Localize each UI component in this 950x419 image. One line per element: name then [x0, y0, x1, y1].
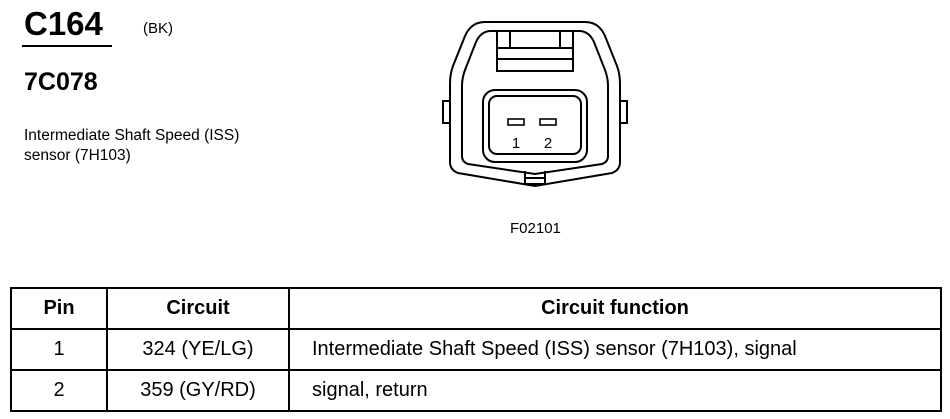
terminal-slot-1	[507, 118, 525, 126]
cell-circuit-function: Intermediate Shaft Speed (ISS) sensor (7…	[288, 328, 942, 371]
terminal-slot-2	[539, 118, 557, 126]
terminal-cavity-inner	[488, 95, 582, 155]
cell-circuit-function: signal, return	[288, 369, 942, 412]
housing-inner	[461, 30, 609, 176]
connector-description: Intermediate Shaft Speed (ISS) sensor (7…	[24, 126, 324, 166]
description-line-2: sensor (7H103)	[24, 147, 131, 164]
pin-circuit-table: Pin Circuit Circuit function 1 324 (YE/L…	[10, 287, 942, 412]
figure-id: F02101	[510, 220, 561, 237]
cell-pin: 2	[10, 369, 108, 412]
pin-label-2: 2	[544, 135, 552, 152]
latch-tab	[496, 30, 574, 72]
header-circuit-function: Circuit function	[288, 287, 942, 330]
connector-color-code: (BK)	[143, 20, 173, 37]
right-nub	[619, 100, 628, 124]
header-pin: Pin	[10, 287, 108, 330]
table-row: 2 359 (GY/RD) signal, return	[10, 369, 942, 412]
table-header-row: Pin Circuit Circuit function	[10, 287, 942, 330]
header-circuit: Circuit	[106, 287, 290, 330]
terminal-cavity-outer	[482, 89, 588, 163]
pin-label-1: 1	[512, 135, 520, 152]
table-row: 1 324 (YE/LG) Intermediate Shaft Speed (…	[10, 328, 942, 371]
description-line-1: Intermediate Shaft Speed (ISS)	[24, 127, 240, 144]
part-number: 7C078	[24, 68, 98, 96]
connector-id-underline	[22, 45, 112, 47]
cell-circuit: 324 (YE/LG)	[106, 328, 290, 371]
cell-circuit: 359 (GY/RD)	[106, 369, 290, 412]
connector-face-diagram: 1 2	[442, 21, 628, 188]
cell-pin: 1	[10, 328, 108, 371]
connector-id: C164	[24, 5, 103, 42]
housing-outer	[449, 21, 621, 188]
left-nub	[442, 100, 451, 124]
